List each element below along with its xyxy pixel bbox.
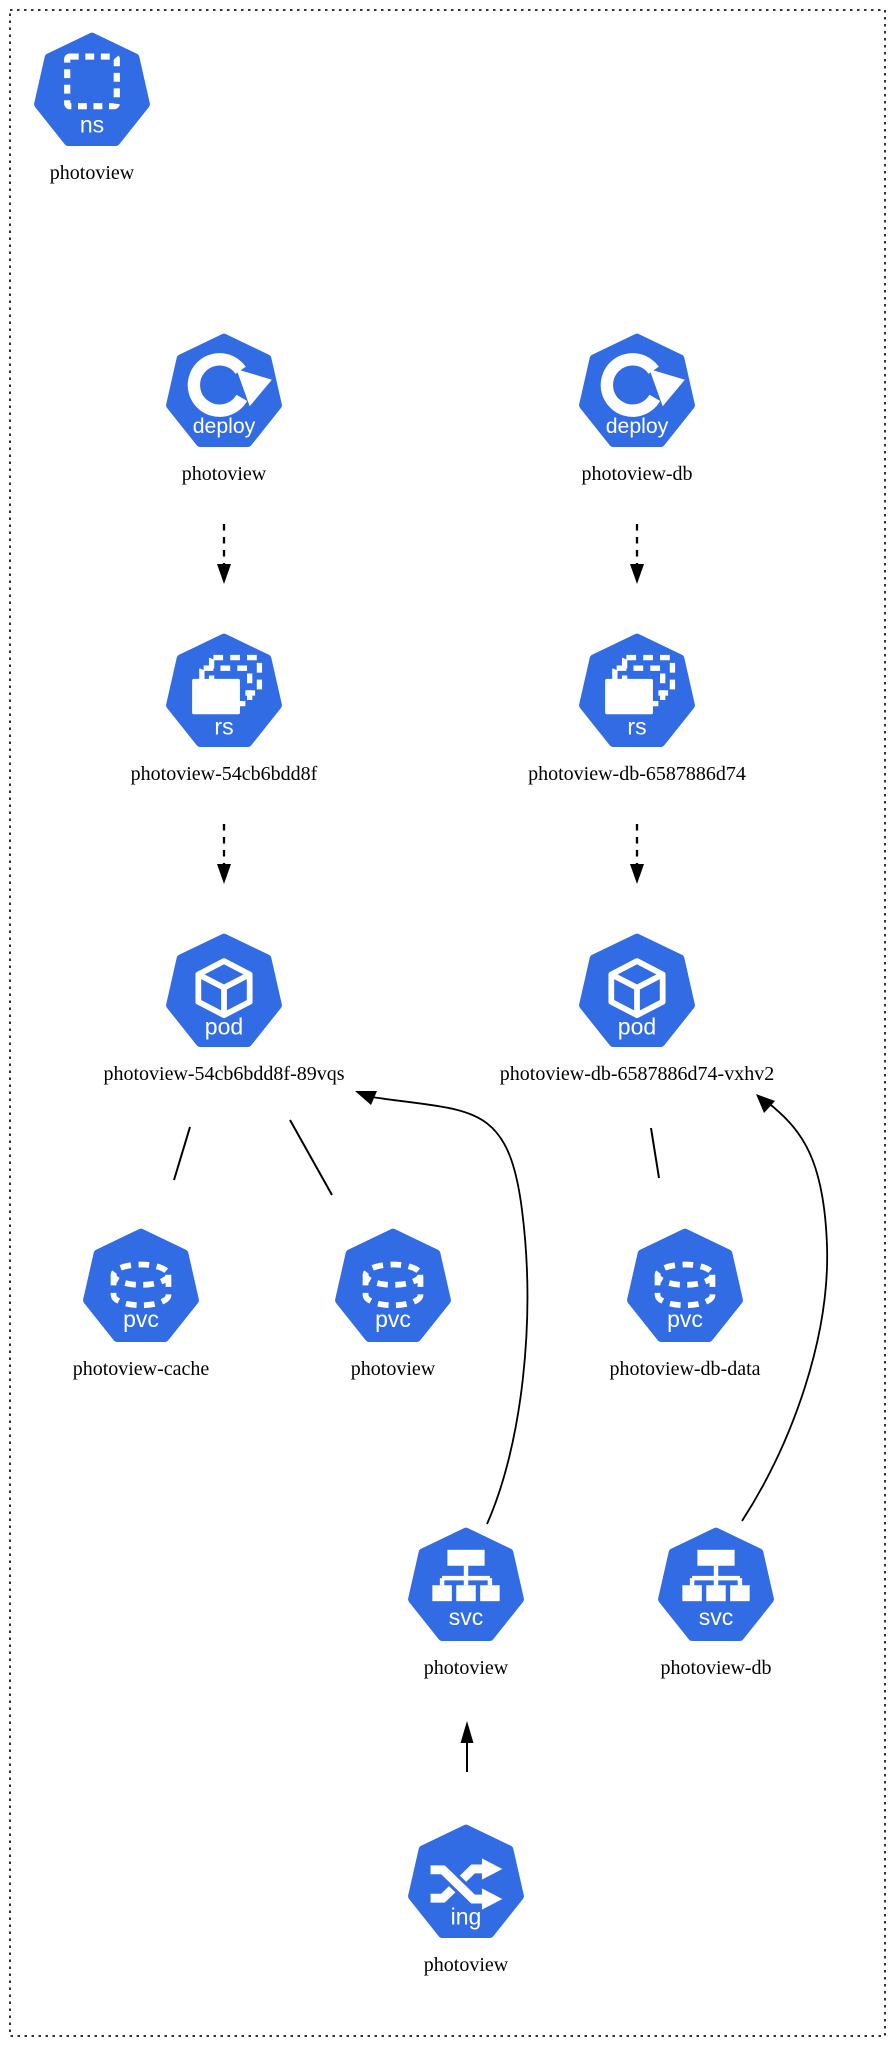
kind-badge: svc	[449, 1604, 484, 1630]
node-ingress-photoview[interactable]: ing photoview	[306, 1822, 626, 1976]
node-label: photoview-db-6587886d74	[528, 763, 746, 785]
kind-badge: pod	[205, 1014, 243, 1040]
node-label: photoview-db	[581, 463, 693, 485]
kind-badge: svc	[699, 1604, 734, 1630]
deployment-icon: deploy	[162, 331, 286, 455]
node-service-photoview[interactable]: svc photoview	[306, 1525, 626, 1679]
ingress-icon: ing	[404, 1822, 528, 1946]
edge-svc2-pod2	[741, 1100, 829, 1522]
node-label: photoview	[423, 1657, 509, 1679]
edge-pod1-pvc2	[289, 1119, 333, 1196]
pvc-icon: pvc	[623, 1226, 747, 1350]
node-label: photoview-54cb6bdd8f	[130, 763, 318, 785]
arrowhead	[756, 1094, 775, 1113]
edge-svc1-pod1	[371, 1096, 529, 1525]
kind-badge: pod	[618, 1014, 656, 1040]
kind-badge: pvc	[123, 1306, 159, 1332]
pod-icon: pod	[575, 931, 699, 1055]
arrowhead	[630, 864, 644, 884]
node-deployment-photoview-db[interactable]: deploy photoview-db	[477, 331, 797, 485]
service-icon: svc	[654, 1525, 778, 1649]
node-deployment-photoview[interactable]: deploy photoview	[64, 331, 384, 485]
node-pvc-photoview-cache[interactable]: pvc photoview-cache	[0, 1226, 301, 1380]
arrowhead	[355, 1091, 377, 1105]
replicaset-icon: rs	[162, 631, 286, 755]
node-label: photoview-db-6587886d74-vxhv2	[499, 1063, 775, 1085]
kind-badge: pvc	[667, 1306, 703, 1332]
node-label: photoview	[181, 463, 267, 485]
node-pod-photoview-db-6587886d74-vxhv2[interactable]: pod photoview-db-6587886d74-vxhv2	[477, 931, 797, 1085]
node-label: photoview-cache	[72, 1358, 210, 1380]
node-label: photoview-db	[660, 1657, 772, 1679]
node-label: photoview	[350, 1358, 436, 1380]
arrowhead	[460, 1721, 474, 1743]
arrowhead	[217, 564, 231, 584]
node-replicaset-photoview-db-6587886d74[interactable]: rs photoview-db-6587886d74	[477, 631, 797, 785]
kind-badge: ing	[451, 1904, 482, 1930]
arrowhead	[217, 864, 231, 884]
arrowhead	[630, 564, 644, 584]
node-label: photoview	[49, 162, 135, 184]
node-label: photoview-54cb6bdd8f-89vqs	[103, 1063, 345, 1085]
node-pod-photoview-54cb6bdd8f-89vqs[interactable]: pod photoview-54cb6bdd8f-89vqs	[64, 931, 384, 1085]
kind-badge: pvc	[375, 1306, 411, 1332]
node-label: photoview-db-data	[609, 1358, 761, 1380]
deployment-icon: deploy	[575, 331, 699, 455]
kind-badge: ns	[80, 112, 104, 138]
node-label: photoview	[423, 1954, 509, 1976]
kind-badge: rs	[627, 714, 646, 740]
node-service-photoview-db[interactable]: svc photoview-db	[556, 1525, 876, 1679]
service-icon: svc	[404, 1525, 528, 1649]
node-pvc-photoview[interactable]: pvc photoview	[233, 1226, 553, 1380]
kind-badge: rs	[214, 714, 233, 740]
namespace-icon: ns	[30, 30, 154, 154]
edge-pod1-pvc1	[173, 1126, 191, 1181]
pvc-icon: pvc	[331, 1226, 455, 1350]
pvc-icon: pvc	[79, 1226, 203, 1350]
node-replicaset-photoview-54cb6bdd8f[interactable]: rs photoview-54cb6bdd8f	[64, 631, 384, 785]
edge-pod2-pvc3	[650, 1127, 660, 1179]
node-pvc-photoview-db-data[interactable]: pvc photoview-db-data	[525, 1226, 845, 1380]
pod-icon: pod	[162, 931, 286, 1055]
kind-badge: deploy	[193, 414, 256, 438]
node-namespace-photoview[interactable]: ns photoview	[0, 30, 252, 184]
canvas-border	[9, 9, 886, 2037]
kind-badge: deploy	[606, 414, 669, 438]
replicaset-icon: rs	[575, 631, 699, 755]
